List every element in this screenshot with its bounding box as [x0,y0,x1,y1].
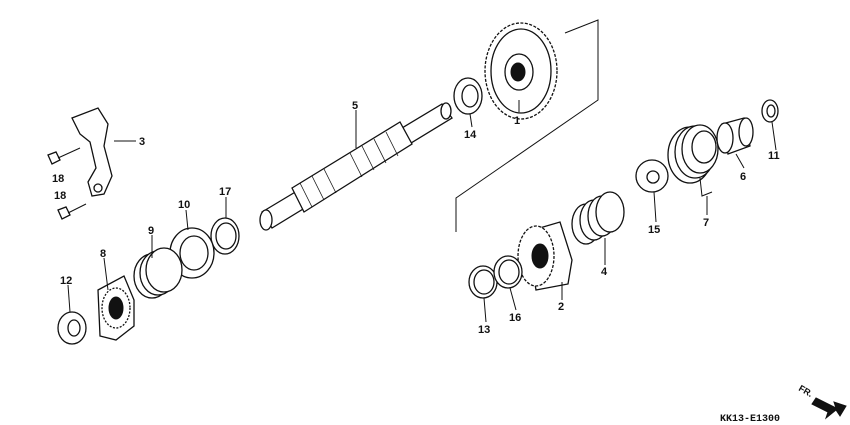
callout-16: 16 [509,312,521,324]
assembly-bracket [455,19,599,232]
washer-14 [453,77,483,115]
callout-8: 8 [100,248,106,260]
callout-12: 12 [60,275,72,287]
callout-18b: 18 [54,190,66,202]
callout-18a: 18 [52,173,64,185]
spring-guide-6 [716,117,754,155]
front-direction-indicator: FR. [797,383,847,420]
arrow-right-icon [811,397,847,420]
callout-3: 3 [139,136,145,148]
front-direction-label: FR. [797,383,815,399]
ratchet-8 [97,275,135,341]
bolt-18a [47,147,81,165]
washer-12 [57,311,87,345]
stopper-plate-3 [71,107,113,197]
gear-1 [484,22,558,120]
spring-4 [571,191,625,245]
callout-10: 10 [178,199,190,211]
washer-11 [761,99,779,123]
callout-7: 7 [703,217,709,229]
callout-13: 13 [478,324,490,336]
spring-9 [133,247,183,299]
return-spring-7 [667,124,719,197]
washer-15 [635,159,669,193]
callout-labels: 1 2 3 4 5 6 7 8 9 10 11 12 13 14 15 16 1… [52,100,780,336]
callout-17: 17 [219,186,231,198]
bolt-18b [57,203,87,220]
shaft-5 [259,102,453,231]
callout-5: 5 [352,100,358,112]
callout-9: 9 [148,225,154,237]
circlip-13 [468,265,498,299]
callout-11: 11 [768,150,780,162]
circlip-16 [493,255,523,289]
circlip-17 [210,217,240,255]
leader-lines [67,100,777,323]
callout-15: 15 [648,224,660,236]
callout-14: 14 [464,129,477,141]
callout-2: 2 [558,301,564,313]
callout-6: 6 [740,171,746,183]
callout-4: 4 [601,266,608,278]
callout-1: 1 [514,115,520,127]
drawing-code: KK13-E1300 [720,414,780,425]
drive-gear-2 [517,221,573,291]
